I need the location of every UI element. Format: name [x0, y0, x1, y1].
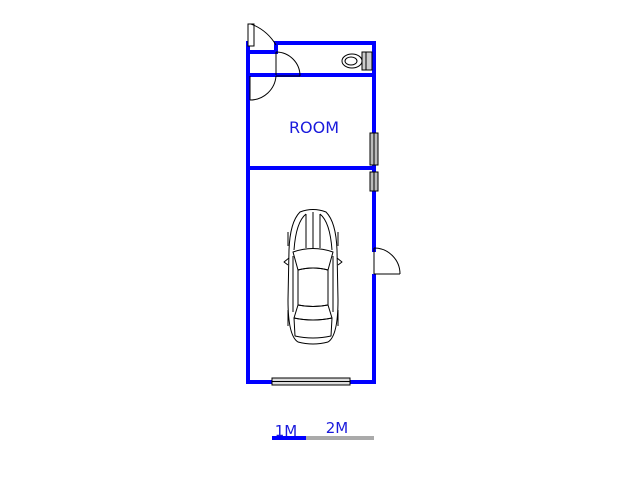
car-icon — [283, 209, 343, 345]
garage-door — [271, 377, 351, 386]
toilet-icon — [341, 51, 373, 71]
room-label: ROOM — [289, 118, 339, 137]
room-window — [369, 132, 379, 166]
garage-window — [369, 171, 379, 192]
scale-bar: 1M 2M — [272, 419, 374, 440]
scale-label-1m: 1M — [275, 422, 298, 440]
scale-label-2m: 2M — [326, 419, 349, 437]
top-left-door — [247, 23, 301, 101]
garage-side-door — [373, 247, 401, 275]
